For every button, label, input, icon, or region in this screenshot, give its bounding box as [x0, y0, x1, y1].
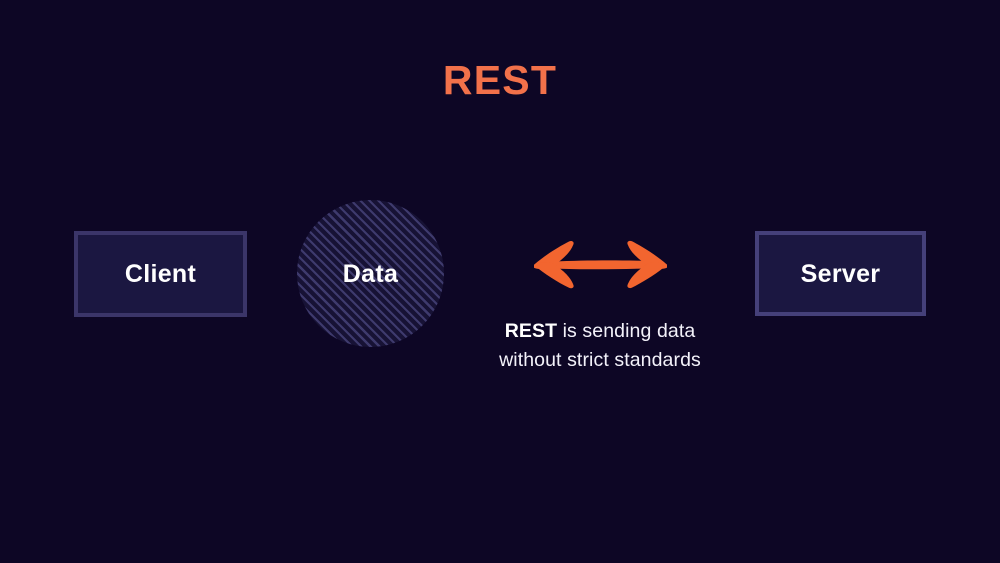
node-client: Client — [74, 231, 247, 317]
node-data-label: Data — [342, 259, 399, 288]
node-data: Data — [297, 200, 444, 347]
node-server: Server — [755, 231, 926, 316]
double-arrow-icon — [528, 234, 672, 296]
caption-keyword: REST — [504, 320, 558, 342]
node-server-label: Server — [800, 259, 881, 288]
caption-line-1-rest: is sending data — [557, 320, 696, 342]
caption-text: REST is sending data without strict stan… — [440, 317, 760, 374]
caption-line-1: REST is sending data — [440, 317, 760, 346]
node-client-label: Client — [124, 260, 197, 288]
page-title: REST — [442, 57, 558, 103]
caption-line-2: without strict standards — [499, 348, 701, 371]
